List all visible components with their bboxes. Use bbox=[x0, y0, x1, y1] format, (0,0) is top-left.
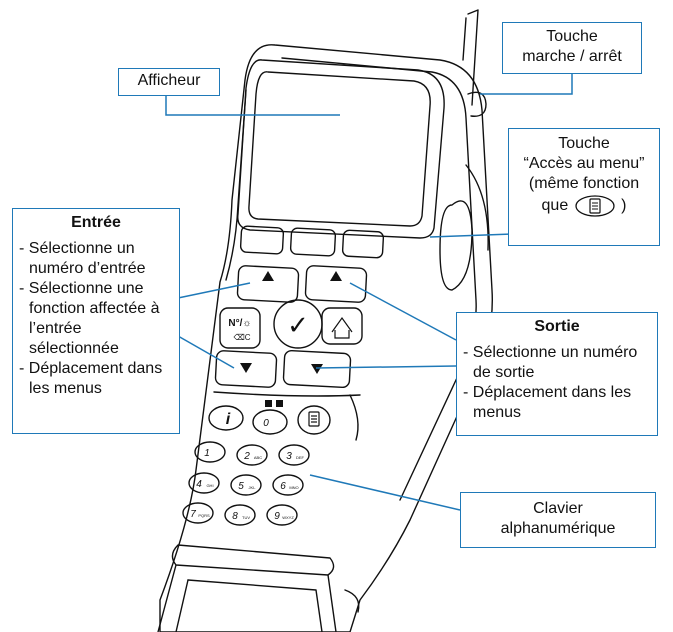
key-6 bbox=[272, 474, 304, 496]
menu-key-icon bbox=[308, 411, 320, 427]
key-1 bbox=[194, 441, 226, 463]
callout-power-line2: marche / arrêt bbox=[522, 48, 622, 65]
menu-key-icon bbox=[575, 195, 615, 217]
callout-output-title: Sortie bbox=[534, 318, 580, 335]
callout-menu-line3: (même fonction bbox=[528, 175, 640, 192]
leader-power bbox=[480, 72, 573, 95]
callout-input-item-1: - Sélectionne un numéro d’entrée bbox=[19, 240, 146, 277]
output-down-key bbox=[282, 349, 352, 389]
key-8 bbox=[224, 504, 256, 526]
leader-output-down bbox=[315, 365, 457, 369]
key-3 bbox=[278, 444, 310, 466]
key-9-glyph: 9 bbox=[274, 511, 280, 522]
screen-bezel bbox=[237, 59, 445, 239]
key-4-glyph: 4 bbox=[196, 479, 202, 490]
callout-keyboard-line2: alphanumérique bbox=[500, 520, 616, 537]
key-6-letters: MNO bbox=[289, 485, 298, 490]
leader-input-up bbox=[177, 282, 251, 299]
key-9-letters: WXYZ bbox=[282, 515, 294, 520]
callout-menu-line4: que ) bbox=[509, 194, 659, 218]
key-3-glyph: 3 bbox=[286, 451, 292, 462]
callout-display: Afficheur bbox=[118, 68, 220, 96]
soft-key-middle bbox=[289, 227, 337, 257]
menu-key bbox=[297, 405, 331, 435]
key-7-letters: PQRS bbox=[198, 513, 210, 518]
key-3-letters: DEF bbox=[296, 455, 305, 460]
callout-menu-key: Touche “Accès au menu” (même fonction qu… bbox=[508, 128, 660, 246]
callout-display-label: Afficheur bbox=[137, 72, 201, 89]
key-7 bbox=[182, 502, 214, 524]
screen bbox=[248, 71, 431, 227]
power-button bbox=[467, 91, 487, 117]
output-up-key bbox=[304, 265, 368, 303]
home-icon bbox=[331, 316, 353, 339]
soft-key-left bbox=[239, 225, 285, 255]
light-key bbox=[219, 307, 261, 349]
leader-keyboard bbox=[309, 474, 461, 511]
zero-key-glyph: 0 bbox=[263, 418, 269, 429]
callout-input-item-3: - Déplacement dans les menus bbox=[19, 360, 163, 397]
key-2 bbox=[236, 444, 268, 466]
key-2-glyph: 2 bbox=[243, 451, 250, 462]
cancel-key-glyph: ⌫C bbox=[233, 333, 250, 342]
leader-display bbox=[165, 94, 340, 116]
key-4-letters: GHI bbox=[206, 483, 213, 488]
soft-key-right bbox=[341, 229, 385, 259]
info-key bbox=[208, 405, 244, 431]
callout-output: Sortie - Sélectionne un numéro de sortie… bbox=[456, 312, 658, 436]
key-8-glyph: 8 bbox=[232, 511, 238, 522]
light-key-glyph: N°/☼ bbox=[228, 318, 251, 329]
callout-input: Entrée - Sélectionne un numéro d’entrée … bbox=[12, 208, 180, 434]
input-up-key bbox=[236, 265, 300, 303]
callout-keyboard: Clavier alphanumérique bbox=[460, 492, 656, 548]
key-5 bbox=[230, 474, 262, 496]
callout-output-item-1: - Sélectionne un numéro de sortie bbox=[463, 344, 638, 381]
device-body bbox=[159, 44, 493, 632]
key-9 bbox=[266, 504, 298, 526]
callout-menu-line4-pre: que bbox=[541, 197, 569, 215]
key-8-letters: TUV bbox=[242, 515, 250, 520]
callout-input-item-2: - Sélectionne une fonction affectée à l’… bbox=[19, 280, 160, 357]
callout-menu-line1: Touche bbox=[558, 135, 610, 152]
callout-power-key: Touche marche / arrêt bbox=[502, 22, 642, 74]
info-key-glyph: i bbox=[226, 411, 231, 428]
callout-output-item-2: - Déplacement dans les menus bbox=[463, 384, 632, 421]
input-down-key bbox=[214, 350, 278, 388]
key-7-glyph: 7 bbox=[190, 509, 196, 520]
callout-power-line1: Touche bbox=[546, 28, 598, 45]
callout-menu-line2: “Accès au menu” bbox=[523, 155, 645, 172]
callout-input-title: Entrée bbox=[71, 214, 121, 231]
key-2-letters: ABC bbox=[254, 455, 262, 460]
cover-hinge bbox=[171, 544, 335, 576]
callout-menu-line4-post: ) bbox=[621, 197, 627, 215]
key-4 bbox=[188, 472, 220, 494]
key-6-glyph: 6 bbox=[280, 481, 286, 492]
leader-input-down bbox=[177, 335, 235, 369]
key-5-letters: JKL bbox=[249, 485, 257, 490]
leader-output-up bbox=[349, 282, 457, 341]
confirm-key-glyph: ✓ bbox=[287, 310, 309, 340]
callout-keyboard-line1: Clavier bbox=[533, 500, 583, 517]
antenna bbox=[467, 9, 479, 106]
zero-key bbox=[252, 409, 288, 435]
key-5-glyph: 5 bbox=[238, 481, 244, 492]
key-1-glyph: 1 bbox=[204, 448, 210, 459]
home-key bbox=[321, 307, 363, 345]
